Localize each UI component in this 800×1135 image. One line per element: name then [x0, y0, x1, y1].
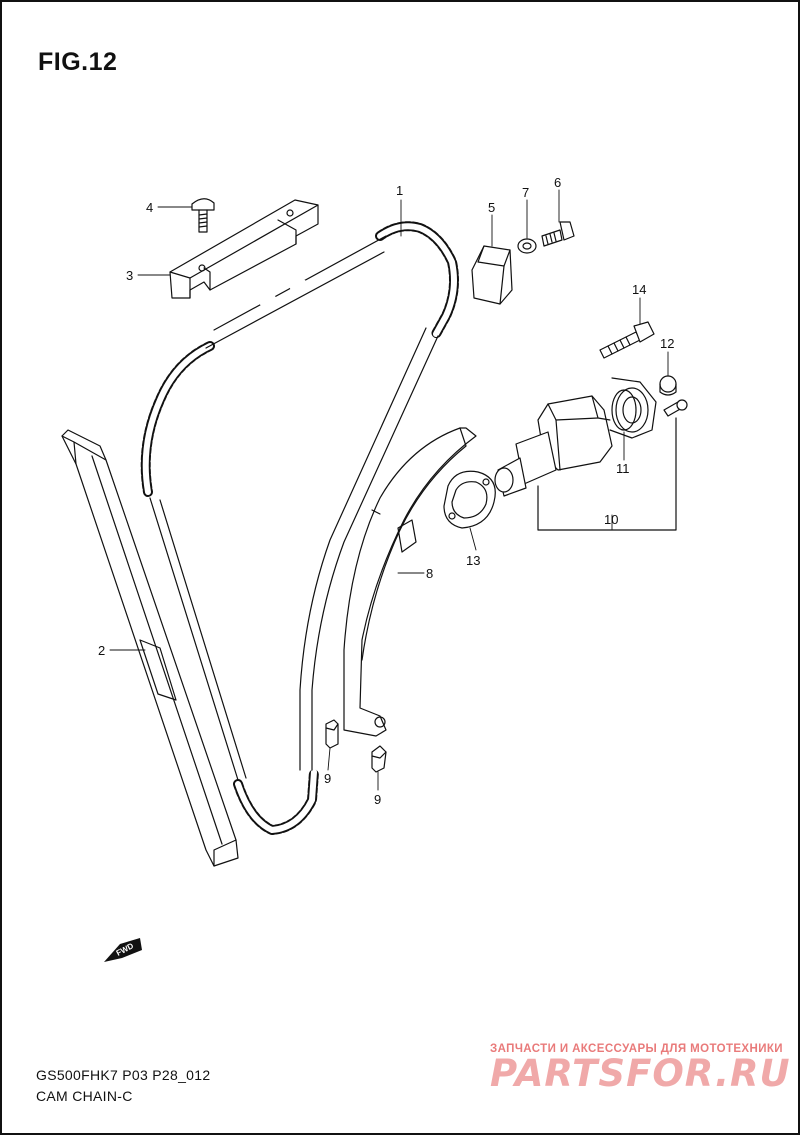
- part-screw-4: [191, 198, 215, 233]
- watermark-brand: PARTSFOR.RU: [490, 1052, 791, 1095]
- callout-9a: 9: [324, 771, 331, 786]
- watermark-tagline: ЗАПЧАСТИ И АКСЕССУАРЫ ДЛЯ МОТОТЕХНИКИ: [490, 1043, 783, 1055]
- part-washer: [517, 238, 537, 254]
- part-cap-bolt: [659, 375, 677, 396]
- callout-11: 11: [616, 461, 630, 476]
- part-chain-pad: [471, 245, 513, 305]
- part-chain-guide-plate: [169, 199, 319, 299]
- bracket-10: [537, 417, 677, 531]
- callout-5: 5: [488, 200, 495, 215]
- callout-12: 12: [660, 336, 674, 351]
- callout-1: 1: [396, 183, 403, 198]
- part-tensioner-guide: [343, 427, 477, 737]
- figure-title: FIG.12: [38, 48, 118, 76]
- part-tensioner-assembly: [494, 377, 657, 497]
- part-bolt-14: [599, 321, 655, 359]
- part-bolt-6: [541, 221, 575, 247]
- part-pin-9b: [371, 745, 387, 773]
- fwd-arrow: FWD: [104, 938, 142, 962]
- callout-2: 2: [98, 643, 105, 658]
- callout-9b: 9: [374, 792, 381, 807]
- part-chain-guide-rear: [61, 429, 239, 867]
- callout-3: 3: [126, 268, 133, 283]
- callout-7: 7: [522, 185, 529, 200]
- callout-10: 10: [604, 512, 618, 527]
- model-code: GS500FHK7 P03 P28_012: [36, 1067, 211, 1083]
- callout-8: 8: [426, 566, 433, 581]
- part-gasket-11: [611, 389, 637, 431]
- part-gasket-13: [443, 470, 496, 529]
- callout-13: 13: [466, 553, 480, 568]
- callout-4: 4: [146, 200, 153, 215]
- leader-lines: [109, 189, 669, 791]
- part-pin-9a: [325, 719, 339, 749]
- callout-14: 14: [632, 282, 646, 297]
- callouts: 1 2 3 4 5 6 7 8 9 9 10 11 12 13 14: [98, 175, 674, 807]
- diagram-caption: CAM CHAIN-C: [36, 1088, 133, 1104]
- callout-6: 6: [554, 175, 561, 190]
- part-screw-small: [663, 399, 688, 417]
